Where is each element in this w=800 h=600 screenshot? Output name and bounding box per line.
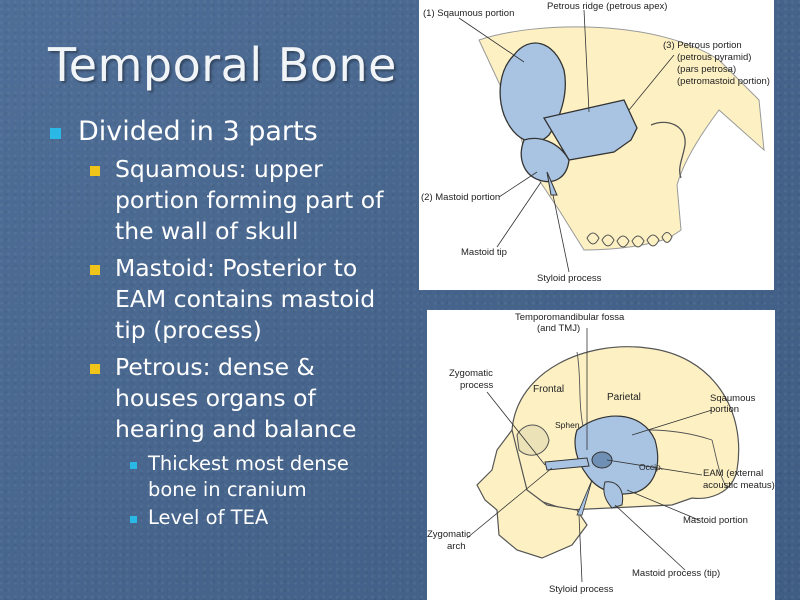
label-petrous-ridge: Petrous ridge (petrous apex) <box>547 1 667 12</box>
label-sphen: Sphen. <box>555 420 582 430</box>
mastoid-portion-shape <box>520 137 570 183</box>
label-petrous-2: (petrous pyramid) <box>677 52 751 63</box>
bullet-square-icon <box>90 364 100 374</box>
label-petrous-3: (pars petrosa) <box>677 64 736 75</box>
label-squamous-1: Sqaumous <box>710 393 756 404</box>
orbit-outline <box>516 424 550 456</box>
bullet-square-icon <box>130 462 137 469</box>
label-petrous-1: (3) Petrous portion <box>663 40 742 51</box>
leader-lines <box>458 9 675 273</box>
label-eam-1: EAM (external <box>703 468 763 479</box>
label-styloid: Styloid process <box>549 584 614 595</box>
skull-lateral-figure: Temporomandibular fossa (and TMJ) Zygoma… <box>427 310 775 600</box>
slide-title: Temporal Bone <box>48 38 397 92</box>
bullet-item: Petrous: dense & houses organs of hearin… <box>48 352 398 445</box>
teeth <box>586 232 673 248</box>
label-mastoid-portion: (2) Mastoid portion <box>421 192 500 203</box>
label-tmj-2: (and TMJ) <box>537 323 580 334</box>
label-mastoid-tip: Mastoid tip <box>461 247 507 258</box>
bullet-item: Thickest most dense bone in cranium <box>48 451 398 503</box>
nasal-outline <box>650 121 686 179</box>
bullet-text: Thickest most dense bone in cranium <box>148 452 349 501</box>
eam-shape <box>591 451 613 469</box>
label-occip: Occip. <box>639 462 663 472</box>
temporal-bone-illustration: (1) Sqaumous portion Petrous ridge (petr… <box>421 1 770 284</box>
bullet-square-icon <box>90 166 100 176</box>
label-parietal: Parietal <box>607 392 641 403</box>
leader-lines <box>466 328 713 583</box>
label-zygomatic-process-2: process <box>460 380 494 391</box>
bullet-square-icon <box>130 516 137 523</box>
skull-lateral-illustration: Temporomandibular fossa (and TMJ) Zygoma… <box>427 312 775 595</box>
label-zygomatic-process-1: Zygomatic <box>449 368 493 379</box>
label-frontal: Frontal <box>533 384 564 395</box>
label-mastoid-portion: Mastoid portion <box>683 515 748 526</box>
temporal-bone-figure: (1) Sqaumous portion Petrous ridge (petr… <box>419 0 774 290</box>
label-petrous-4: (petromastoid portion) <box>677 76 770 87</box>
label-styloid: Styloid process <box>537 273 602 284</box>
bullet-item: Squamous: upper portion forming part of … <box>48 154 398 247</box>
label-squamous-2: portion <box>710 404 739 415</box>
bullet-text: Squamous: upper portion forming part of … <box>115 155 384 245</box>
bullet-text: Divided in 3 parts <box>78 116 318 147</box>
face-outline <box>476 428 588 559</box>
bullet-square-icon <box>90 265 100 275</box>
bullet-text: Petrous: dense & houses organs of hearin… <box>115 353 357 443</box>
bullet-item: Mastoid: Posterior to EAM contains masto… <box>48 253 398 346</box>
bullet-item: Level of TEA <box>48 505 398 531</box>
label-squamous: (1) Sqaumous portion <box>423 8 514 19</box>
label-tmj-1: Temporomandibular fossa <box>515 312 625 323</box>
bullet-item: Divided in 3 parts <box>48 115 398 148</box>
bullet-list: Divided in 3 parts Squamous: upper porti… <box>48 115 398 533</box>
bullet-text: Mastoid: Posterior to EAM contains masto… <box>115 254 376 344</box>
label-zygomatic-arch-2: arch <box>447 541 465 552</box>
bullet-text: Level of TEA <box>148 506 269 529</box>
label-eam-2: acoustic meatus) <box>703 480 775 491</box>
styloid-process-shape <box>576 479 593 516</box>
label-mastoid-process: Mastoid process (tip) <box>632 568 720 579</box>
styloid-process-shape <box>546 171 558 196</box>
label-zygomatic-arch-1: Zygomatic <box>427 529 471 540</box>
zygomatic-arch-shape <box>544 457 590 471</box>
bullet-square-icon <box>50 128 61 139</box>
